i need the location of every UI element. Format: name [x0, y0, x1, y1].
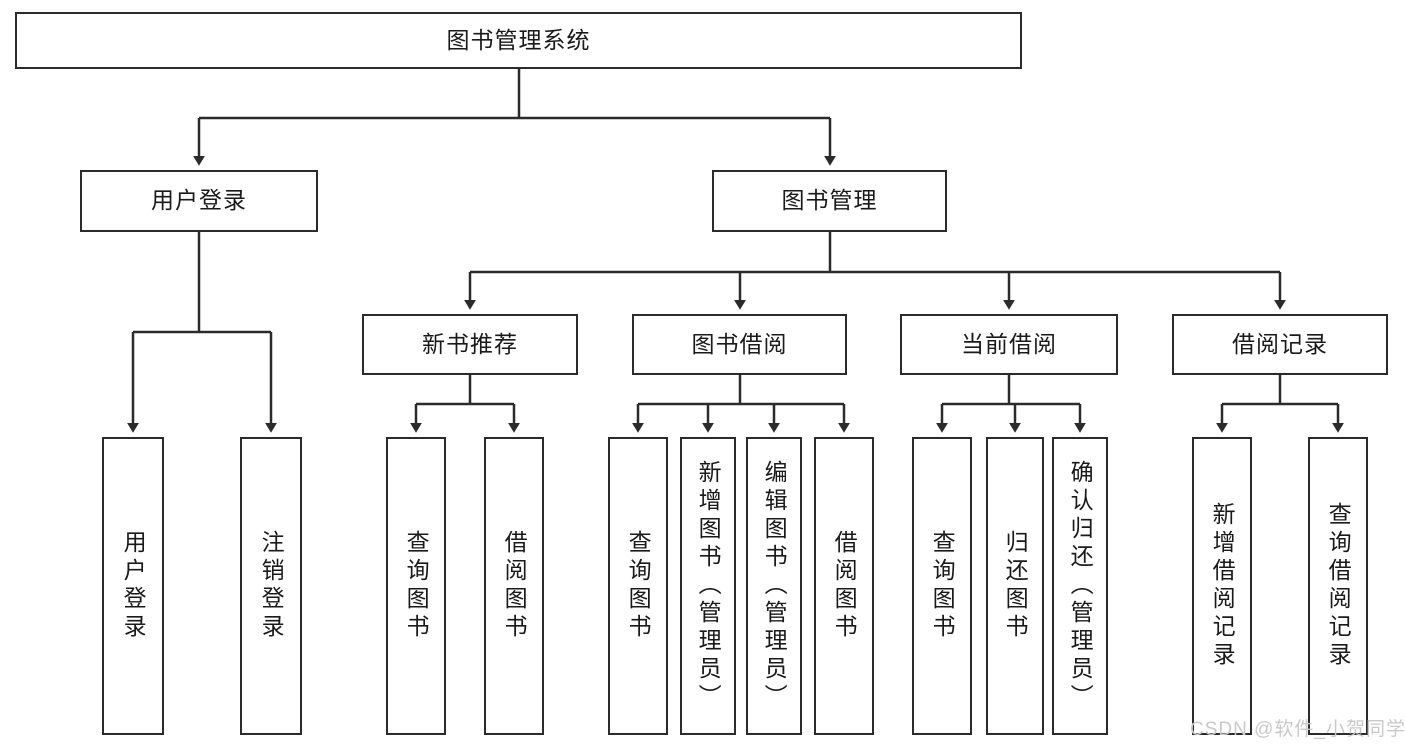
node-leaf-return-book-label: 归还图书: [1002, 530, 1029, 642]
node-book-manage[interactable]: 图书管理: [712, 170, 947, 232]
node-user-login[interactable]: 用户登录: [80, 170, 318, 232]
node-leaf-confirm-return[interactable]: 确认归还（管理员）: [1052, 437, 1108, 735]
node-current-borrow-label: 当前借阅: [961, 330, 1057, 357]
node-leaf-query-book-3[interactable]: 查询图书: [912, 437, 972, 735]
node-root[interactable]: 图书管理系统: [15, 12, 1022, 69]
node-book-borrow-label: 图书借阅: [691, 330, 788, 357]
node-leaf-edit-book[interactable]: 编辑图书（管理员）: [746, 437, 802, 735]
node-leaf-edit-book-label: 编辑图书（管理员）: [761, 460, 788, 712]
node-leaf-borrow-book-1[interactable]: 借阅图书: [484, 437, 544, 735]
node-new-book-rec[interactable]: 新书推荐: [362, 314, 578, 375]
node-leaf-add-book-label: 新增图书（管理员）: [695, 460, 722, 712]
node-leaf-logout[interactable]: 注销登录: [240, 437, 302, 735]
node-leaf-query-record[interactable]: 查询借阅记录: [1308, 437, 1368, 735]
node-user-login-label: 用户登录: [151, 187, 247, 214]
node-leaf-confirm-return-label: 确认归还（管理员）: [1067, 460, 1094, 712]
node-new-book-rec-label: 新书推荐: [422, 330, 518, 357]
node-leaf-query-book-2[interactable]: 查询图书: [608, 437, 668, 735]
node-leaf-query-record-label: 查询借阅记录: [1325, 502, 1352, 670]
node-leaf-query-book-1-label: 查询图书: [403, 530, 430, 642]
node-leaf-add-book[interactable]: 新增图书（管理员）: [680, 437, 736, 735]
node-leaf-return-book[interactable]: 归还图书: [986, 437, 1044, 735]
node-current-borrow[interactable]: 当前借阅: [900, 314, 1118, 375]
node-leaf-borrow-book-2[interactable]: 借阅图书: [814, 437, 874, 735]
node-leaf-query-book-1[interactable]: 查询图书: [386, 437, 446, 735]
node-leaf-logout-label: 注销登录: [258, 530, 285, 642]
node-leaf-add-record-label: 新增借阅记录: [1209, 502, 1236, 670]
node-borrow-record[interactable]: 借阅记录: [1172, 314, 1388, 375]
node-book-borrow[interactable]: 图书借阅: [632, 314, 847, 375]
node-leaf-add-record[interactable]: 新增借阅记录: [1192, 437, 1252, 735]
node-leaf-borrow-book-1-label: 借阅图书: [501, 530, 528, 642]
node-leaf-user-login[interactable]: 用户登录: [102, 437, 164, 735]
node-leaf-query-book-2-label: 查询图书: [625, 530, 652, 642]
node-borrow-record-label: 借阅记录: [1232, 330, 1328, 357]
node-leaf-query-book-3-label: 查询图书: [929, 530, 956, 642]
node-root-label: 图书管理系统: [446, 26, 591, 53]
node-leaf-borrow-book-2-label: 借阅图书: [831, 530, 858, 642]
csdn-watermark: CSDN @软件_小贺同学: [1190, 719, 1405, 740]
node-leaf-user-login-label: 用户登录: [120, 530, 147, 642]
node-book-manage-label: 图书管理: [781, 187, 878, 214]
